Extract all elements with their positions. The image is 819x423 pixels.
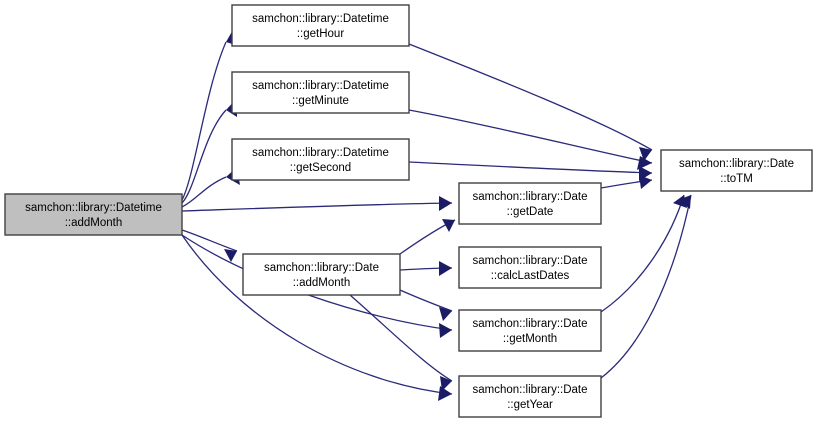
arrowhead-icon: [224, 249, 237, 262]
node-label-line2: ::toTM: [720, 173, 753, 185]
edge-datetime_addmonth-to-date_getyear: [181, 234, 453, 401]
edge-date_addmonth-to-date_calclastdates: [399, 261, 453, 276]
arrowhead-icon: [439, 261, 452, 276]
node-datetime_getminute[interactable]: samchon::library::Datetime::getMinute: [231, 71, 410, 114]
node-label-line1: samchon::library::Date: [472, 255, 587, 267]
edge-line: [181, 229, 238, 252]
edge-date_addmonth-to-date_getmonth: [399, 289, 453, 321]
node-date_calclastdates[interactable]: samchon::library::Date::calcLastDates: [458, 246, 602, 289]
edge-line: [181, 202, 453, 212]
node-box[interactable]: [660, 149, 813, 192]
node-box[interactable]: [458, 309, 602, 352]
node-date_getmonth[interactable]: samchon::library::Date::getMonth: [458, 309, 602, 352]
edge-date_addmonth-to-date_getyear: [349, 294, 453, 391]
nodes-layer: samchon::library::Datetime::addMonthsamc…: [4, 4, 813, 418]
node-label-line1: samchon::library::Date: [472, 318, 587, 330]
edge-line: [399, 289, 453, 312]
edge-date_getmonth-to-date_totm: [600, 194, 687, 313]
edge-line: [408, 109, 653, 164]
arrowhead-icon: [439, 307, 452, 321]
node-box[interactable]: [231, 138, 410, 181]
node-box[interactable]: [4, 193, 183, 236]
node-label-line2: ::getYear: [507, 399, 553, 411]
node-label-line1: samchon::library::Datetime: [252, 80, 389, 92]
node-datetime_getsecond[interactable]: samchon::library::Datetime::getSecond: [231, 138, 410, 181]
arrowhead-icon: [442, 219, 455, 232]
edge-line: [600, 194, 692, 379]
node-date_getdate[interactable]: samchon::library::Date::getDate: [458, 182, 602, 225]
node-date_addmonth[interactable]: samchon::library::Date::addMonth: [242, 253, 401, 296]
node-box[interactable]: [231, 71, 410, 114]
arrowhead-icon: [440, 376, 452, 391]
edge-line: [408, 43, 653, 151]
edge-line: [181, 234, 453, 395]
edge-datetime_getminute-to-date_totm: [408, 109, 653, 170]
arrowhead-icon: [678, 195, 691, 209]
node-label-line2: ::getDate: [507, 206, 554, 218]
node-datetime_addmonth[interactable]: samchon::library::Datetime::addMonth: [4, 193, 183, 236]
edge-line: [408, 161, 653, 174]
node-label-line2: ::addMonth: [65, 217, 123, 229]
edge-date_getyear-to-date_totm: [600, 194, 692, 379]
arrowhead-icon: [439, 323, 452, 338]
node-box[interactable]: [458, 375, 602, 418]
edge-line: [181, 109, 227, 204]
node-label-line1: samchon::library::Datetime: [252, 13, 389, 25]
node-label-line1: samchon::library::Datetime: [25, 202, 162, 214]
node-date_totm[interactable]: samchon::library::Date::toTM: [660, 149, 813, 192]
arrowhead-icon: [439, 196, 452, 211]
edge-line: [600, 194, 685, 313]
arrowhead-icon: [639, 175, 652, 189]
node-date_getyear[interactable]: samchon::library::Date::getYear: [458, 375, 602, 418]
node-label-line2: ::getMinute: [292, 95, 349, 107]
node-box[interactable]: [458, 246, 602, 289]
arrowhead-icon: [639, 147, 652, 161]
arrowhead-icon: [438, 386, 452, 401]
node-label-line1: samchon::library::Date: [472, 384, 587, 396]
node-label-line1: samchon::library::Datetime: [252, 147, 389, 159]
node-label-line2: ::calcLastDates: [491, 270, 570, 282]
edge-datetime_getsecond-to-date_totm: [408, 161, 653, 181]
node-datetime_gethour[interactable]: samchon::library::Datetime::getHour: [231, 4, 410, 47]
edge-datetime_gethour-to-date_totm: [408, 43, 653, 161]
edge-line: [181, 176, 227, 208]
node-label-line2: ::getSecond: [290, 162, 351, 174]
node-label-line2: ::getMonth: [503, 333, 557, 345]
node-box[interactable]: [231, 4, 410, 47]
node-label-line1: samchon::library::Date: [472, 191, 587, 203]
edge-line: [349, 294, 453, 382]
edge-datetime_addmonth-to-date_addmonth: [181, 229, 238, 262]
node-label-line1: samchon::library::Date: [264, 262, 379, 274]
node-label-line2: ::addMonth: [293, 277, 351, 289]
edge-datetime_addmonth-to-date_getdate: [181, 196, 453, 212]
node-label-line2: ::getHour: [297, 28, 344, 40]
node-box[interactable]: [458, 182, 602, 225]
edge-line: [181, 41, 227, 201]
edge-date_getdate-to-date_totm: [600, 175, 653, 189]
node-label-line1: samchon::library::Date: [679, 158, 794, 170]
edge-date_addmonth-to-date_getdate: [399, 219, 456, 255]
arrowhead-icon: [637, 156, 652, 170]
node-box[interactable]: [242, 253, 401, 296]
